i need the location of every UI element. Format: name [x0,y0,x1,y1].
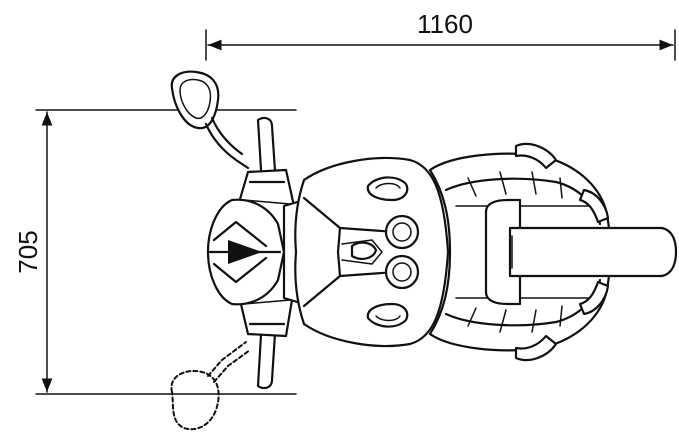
vent-bottom-icon [366,302,409,328]
tail-rack [508,226,678,278]
length-value: 1160 [417,9,473,39]
lamp-upper-icon [384,214,420,250]
seat-front [484,198,522,306]
width-dimension: 705 [13,109,297,395]
mirror-icon [170,70,250,170]
length-dimension: 1160 [205,9,676,61]
scooter-outline [170,70,678,431]
width-value: 705 [13,230,43,273]
folded-mirror-icon [170,341,251,431]
vent-top-icon [366,176,409,202]
side-cover-bottom [514,334,558,362]
side-cover-top [514,142,558,170]
front-cowl [206,198,286,306]
lamp-lower-icon [384,254,420,290]
front-panel [294,156,450,348]
